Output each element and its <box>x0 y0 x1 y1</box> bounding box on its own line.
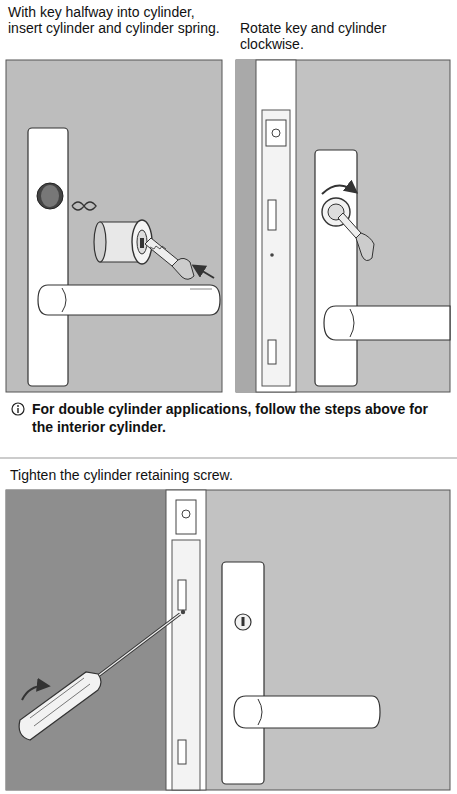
rotate-cylinder-figure <box>236 60 450 392</box>
separator-rule <box>0 458 457 459</box>
instruction-text: For double cylinder applications, follow… <box>32 400 450 436</box>
instruction-text: Tighten the cylinder retaining screw. <box>10 467 450 483</box>
instruction-text: With key halfway into cylinder, insert c… <box>8 4 228 36</box>
instruction-text: Rotate key and cylinder clockwise. <box>240 20 452 52</box>
tighten-screw-figure <box>6 490 450 790</box>
info-icon <box>12 403 24 415</box>
insert-cylinder-figure <box>6 60 222 392</box>
